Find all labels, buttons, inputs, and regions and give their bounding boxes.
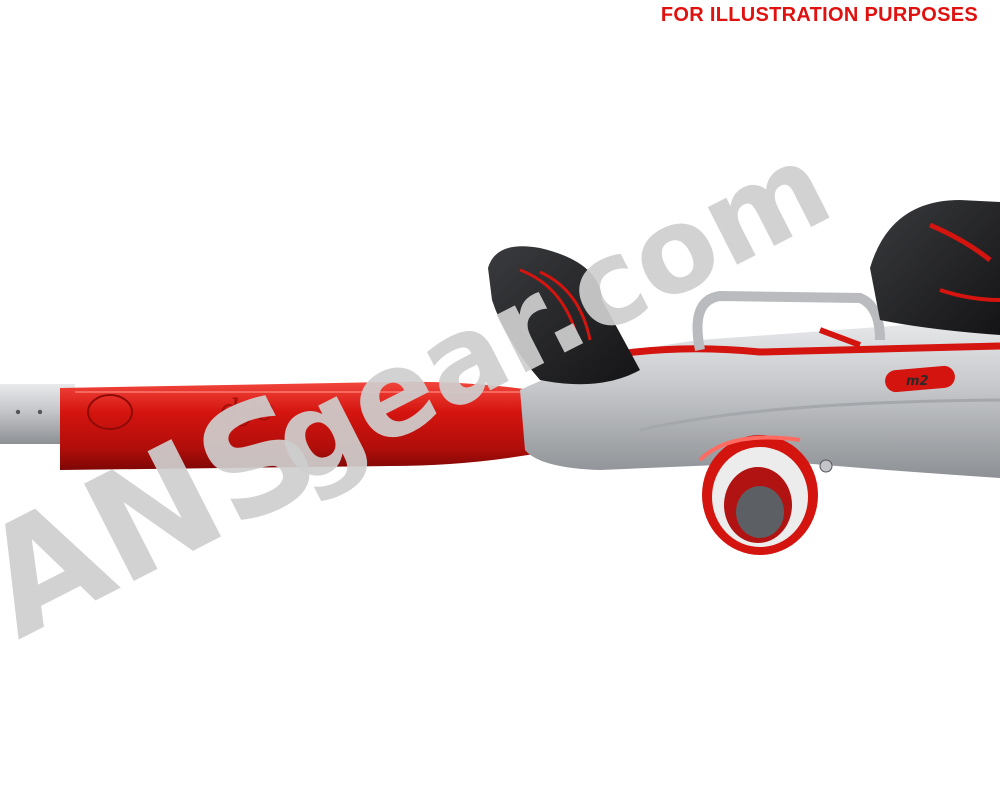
trigger-guard [692,290,885,351]
body-badge: m2 [906,374,929,389]
feed-clamp-ring [698,435,833,555]
rear-grip [870,200,1000,335]
barrel-engraving: dye [220,393,274,428]
marker-body: m2 [520,318,1000,478]
illustration-banner: FOR ILLUSTRATION PURPOSES [660,4,978,26]
front-grip [488,246,640,385]
red-barrel-back: dye [60,381,545,470]
